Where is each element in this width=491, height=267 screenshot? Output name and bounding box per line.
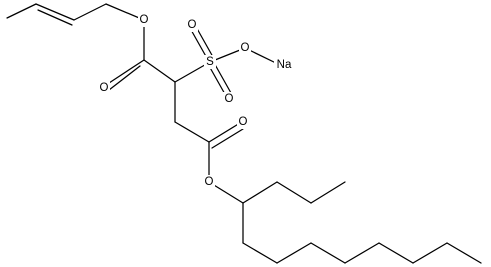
sodium: Na bbox=[274, 58, 294, 72]
svg-text:O: O bbox=[188, 19, 197, 31]
svg-text:Na: Na bbox=[277, 59, 292, 71]
oxygen-sulfonate: O bbox=[239, 41, 251, 55]
oxygen-sulfonyl-top: O bbox=[186, 18, 198, 32]
bond bbox=[208, 122, 241, 143]
bond-double-inner bbox=[37, 9, 73, 26]
bond bbox=[310, 242, 346, 264]
bond bbox=[189, 27, 209, 61]
bond bbox=[105, 3, 145, 21]
bond bbox=[242, 181, 278, 204]
bond bbox=[446, 242, 482, 264]
bond-double-inner bbox=[108, 65, 141, 91]
bond bbox=[242, 242, 278, 264]
bond bbox=[105, 59, 145, 86]
oxygen-carbonyl-1: O bbox=[98, 81, 110, 95]
bond bbox=[207, 63, 227, 97]
bond bbox=[378, 242, 414, 264]
oxygen-ester-1: O bbox=[138, 13, 150, 27]
bond bbox=[143, 59, 176, 83]
bond bbox=[174, 121, 210, 143]
svg-text:O: O bbox=[205, 176, 214, 188]
bond-double-inner bbox=[211, 128, 244, 149]
svg-text:O: O bbox=[225, 93, 234, 105]
bond bbox=[6, 3, 37, 19]
svg-text:O: O bbox=[140, 14, 149, 26]
svg-text:O: O bbox=[100, 82, 109, 94]
bond bbox=[412, 242, 448, 264]
bond bbox=[276, 242, 312, 264]
oxygen-sulfonyl-bottom: O bbox=[223, 92, 235, 106]
oxygen-carbonyl-2: O bbox=[237, 115, 249, 129]
oxygen-ester-2: O bbox=[203, 175, 215, 189]
svg-text:O: O bbox=[239, 116, 248, 128]
sulfur: S bbox=[204, 55, 216, 69]
bond bbox=[344, 242, 380, 264]
atom-labels: O O S O O O Na O bbox=[98, 13, 294, 189]
svg-text:S: S bbox=[206, 56, 214, 68]
bond bbox=[73, 3, 107, 21]
bond bbox=[276, 181, 312, 204]
bond bbox=[35, 3, 75, 21]
svg-text:O: O bbox=[241, 42, 250, 54]
bond bbox=[310, 181, 346, 204]
